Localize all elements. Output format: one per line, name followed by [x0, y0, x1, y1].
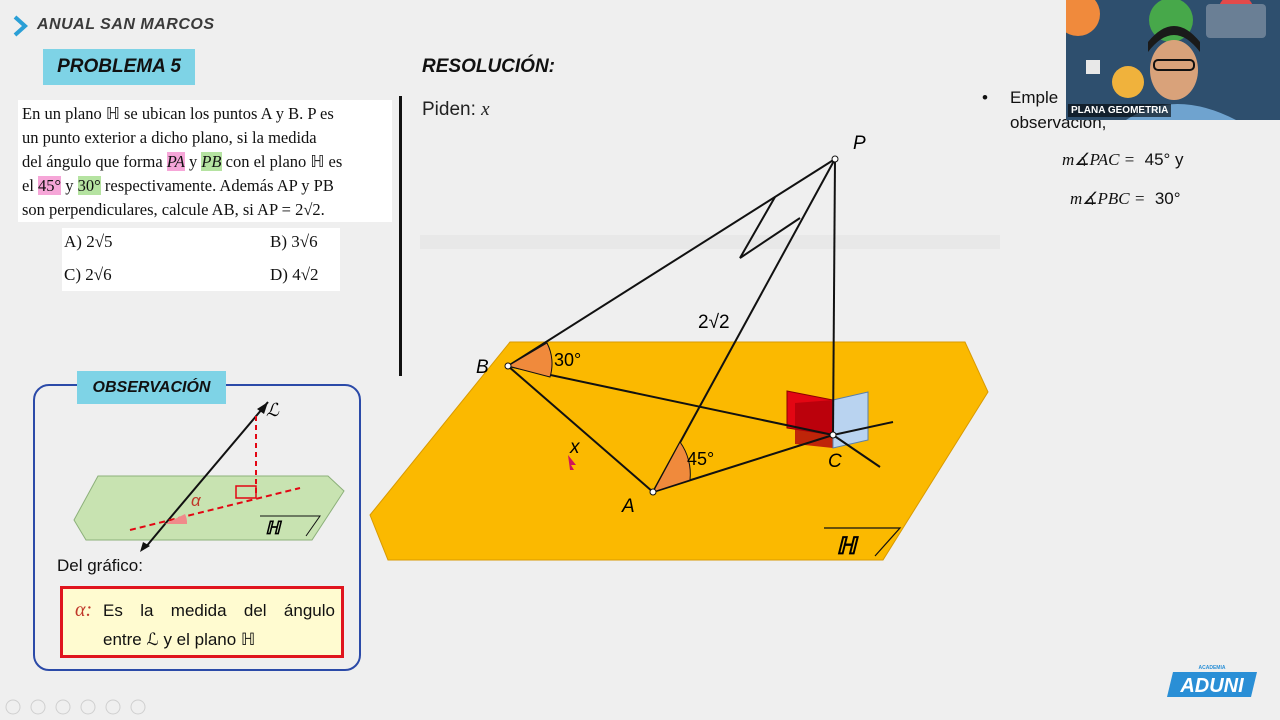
problem-statement: En un plano ℍ se ubican los puntos A y B… — [18, 100, 392, 222]
bullet: • — [982, 88, 988, 107]
label-b: B — [476, 357, 489, 378]
label-c: C — [828, 451, 842, 472]
alpha-definition-box: α: Es la medida del ángulo entre ℒ y el … — [60, 586, 344, 658]
observation-badge: OBSERVACIÓN — [77, 371, 226, 404]
highlight-45: 45° — [38, 176, 62, 195]
problem-line-2: un punto exterior a dicho plano, si la m… — [22, 128, 317, 147]
vertical-divider — [399, 96, 402, 376]
chevron-right-icon — [13, 15, 28, 37]
problem-badge: PROBLEMA 5 — [43, 49, 195, 85]
observation-figure: ℒ α ℍ — [73, 400, 345, 552]
alpha-text-2: entre ℒ y el plano ℍ — [103, 630, 256, 649]
obs-alpha-label: α — [191, 491, 202, 510]
problem-line-3: del ángulo que forma PA y PB con el plan… — [22, 152, 343, 171]
geometry-figure: P B A C x 2√2 30° 45° ℍ — [369, 133, 1000, 561]
obs-plane-label: ℍ — [265, 518, 283, 538]
slideshow-controls[interactable] — [4, 698, 154, 716]
answer-options: A) 2√5 B) 3√6 C) 2√6 D) 4√2 — [62, 228, 340, 291]
label-45: 45° — [687, 449, 714, 469]
label-p: P — [853, 133, 866, 154]
alpha-text-1: Es la medida del ángulo — [103, 601, 335, 620]
logo-name: ADUNI — [1179, 675, 1244, 697]
highlight-pa: PA — [166, 152, 185, 171]
alpha-symbol: α: — [75, 599, 93, 621]
label-a: A — [621, 496, 635, 517]
problem-line-4: el 45° y 30° respectivamente. Además AP … — [22, 176, 334, 195]
highlight-30: 30° — [77, 176, 101, 195]
obs-line-label: ℒ — [266, 400, 280, 420]
resolution-title: RESOLUCIÓN: — [422, 56, 555, 77]
problem-line-1: En un plano ℍ se ubican los puntos A y B… — [22, 104, 334, 123]
logo-small: ACADEMIA — [1199, 665, 1226, 671]
label-plane-h: ℍ — [836, 533, 859, 560]
option-a[interactable]: A) 2√5 — [64, 232, 113, 251]
webcam-overlay: PLANA GEOMETRIA — [1066, 0, 1280, 120]
equation-pbc: m∡PBC = 30° — [1070, 189, 1181, 208]
option-b[interactable]: B) 3√6 — [270, 232, 318, 251]
right-angle-dark — [795, 400, 833, 448]
problem-line-5: son perpendiculares, calcule AB, si AP =… — [22, 200, 325, 219]
label-30: 30° — [554, 350, 581, 370]
option-c[interactable]: C) 2√6 — [64, 265, 112, 284]
right-text-1: Emple — [1010, 88, 1059, 107]
webcam-image — [1066, 0, 1280, 120]
angle-30 — [506, 342, 553, 378]
piden-text: Piden: x — [422, 99, 490, 120]
webcam-label: PLANA GEOMETRIA — [1068, 104, 1172, 117]
angle-45 — [651, 441, 691, 493]
aduni-logo: ACADEMIA ADUNI — [1167, 665, 1257, 697]
course-title: ANUAL SAN MARCOS — [37, 16, 215, 33]
cursor-icon — [568, 455, 576, 470]
label-ap-length: 2√2 — [698, 312, 730, 333]
highlight-pb: PB — [201, 152, 222, 171]
option-d[interactable]: D) 4√2 — [270, 265, 319, 284]
label-x: x — [569, 437, 581, 458]
del-grafico-text: Del gráfico: — [57, 556, 143, 575]
equation-pac: m∡PAC = 45° y — [1062, 150, 1184, 169]
